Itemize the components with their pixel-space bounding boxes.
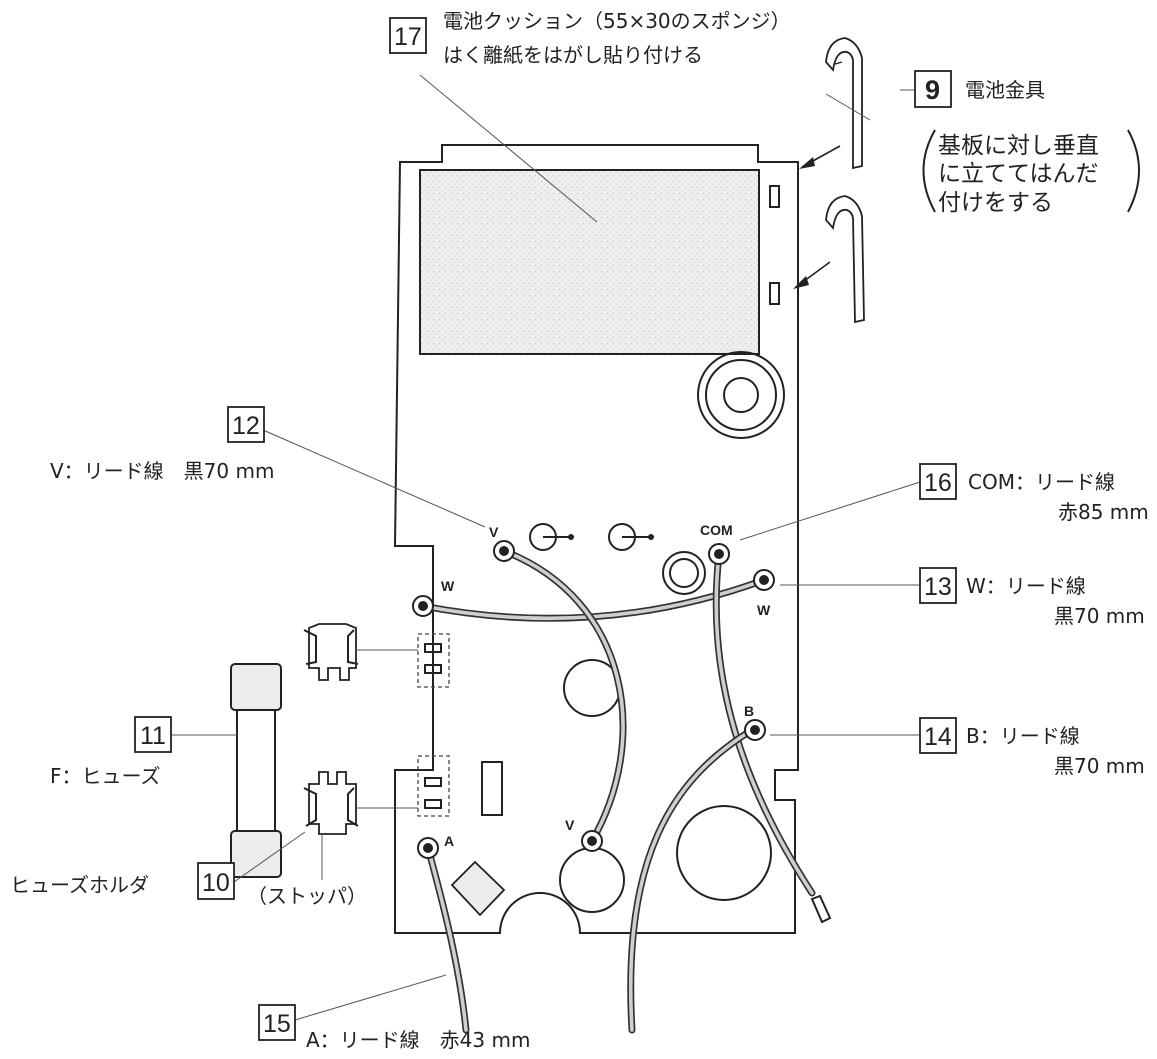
lead-wire-b [627,726,756,1034]
note-line2: に立ててはんだ [938,161,1099,187]
label-13: 13 [919,567,957,604]
leader-line [825,93,871,121]
mark-a: A [444,833,454,849]
label-16: 16 [919,463,957,500]
lead-wire-v [500,547,627,845]
pad-v-top [493,540,515,562]
label-13-line1: W：リード線 [966,574,1086,598]
mark-v-top: V [489,524,499,540]
label-14: 14 [919,717,957,754]
label-16-line2: 赤85 mm [1058,500,1149,524]
pad-com [708,543,730,565]
svg-text:14: 14 [924,723,952,751]
hole [676,805,772,901]
battery-terminal [825,37,863,170]
label-14-line2: 黒70 mm [1054,754,1145,778]
switch-symbol [608,523,654,551]
mark-b: B [744,703,754,719]
svg-text:16: 16 [924,469,952,497]
svg-text:11: 11 [140,722,166,750]
switch-symbol [529,523,574,551]
label-17-line2: はく離紙をはがし貼り付ける [443,43,703,67]
terminal-slot [769,185,780,208]
fuse-holder-footprint [417,755,450,817]
label-10-text: ヒューズホルダ [10,873,149,897]
pad-a [417,837,439,859]
leader-line [419,74,598,223]
label-10: 10 [197,862,235,900]
ring-hole-com [662,551,706,595]
svg-text:10: 10 [202,869,230,897]
mark-v-bottom: V [565,817,575,833]
fuse-holder [303,623,359,681]
note-line1: 基板に対し垂直 [938,133,1099,159]
label-9: 9 [914,70,952,108]
fuse-holder [303,771,359,835]
label-11-text: F：ヒューズ [50,764,161,788]
pad-w-right [753,569,775,591]
leader-line [294,974,447,1021]
pad-b [744,719,766,741]
mark-com: COM [700,522,733,538]
label-12-text: V：リード線 黒70 mm [50,459,274,483]
label-10-stopper: （ストッパ） [247,884,367,908]
label-17-line1: 電池クッション（55×30のスポンジ） [443,9,791,33]
battery-cushion [419,169,760,355]
svg-text:9: 9 [925,75,940,105]
label-15: 15 [258,1004,296,1041]
leader-line [739,481,921,541]
mark-w-right: W [757,602,771,618]
label-16-line1: COM：リード線 [968,470,1115,494]
label-11: 11 [134,716,172,753]
label-17: 17 [389,17,427,54]
label-15-text: A：リード線 赤43 mm [306,1028,530,1052]
mark-w-left: W [441,578,455,594]
label-12: 12 [227,406,265,443]
hole [559,847,625,913]
fuse [230,663,282,878]
svg-text:13: 13 [924,573,952,601]
arrow-icon [799,145,841,169]
arrow-icon [793,261,831,289]
fuse-holder-footprint [417,633,450,688]
terminal-slot [769,282,780,305]
ring-hole-large [697,351,785,439]
note-line3: 付けをする [938,190,1053,216]
paren-right [1127,129,1140,213]
lead-wire-a [424,844,470,1034]
paren-left [922,129,936,213]
leader-line [233,831,306,883]
small-component [481,761,503,816]
pad-w-left [412,595,434,617]
svg-text:12: 12 [232,412,260,440]
svg-text:15: 15 [263,1010,291,1038]
circuit-board [393,144,799,934]
pad-v-bottom [581,830,603,852]
svg-text:17: 17 [394,23,422,51]
lead-wire-com [712,550,832,924]
label-13-line2: 黒70 mm [1054,604,1145,628]
diamond-component [450,860,506,917]
lead-wire-w [419,576,768,622]
battery-terminal [825,195,865,324]
label-9-text: 電池金具 [965,78,1045,102]
label-14-line1: B：リード線 [966,724,1080,748]
leader-line [262,429,486,528]
